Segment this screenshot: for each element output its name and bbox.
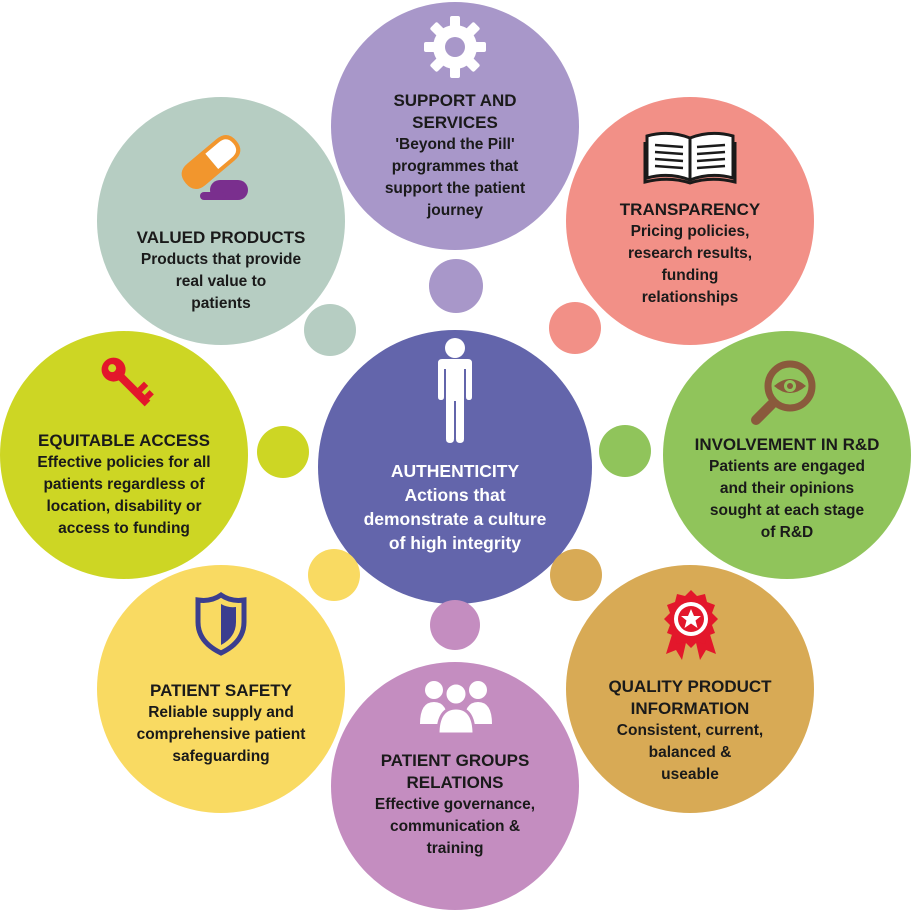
connector-dot-access (257, 426, 309, 478)
node-description: sought at each stage (709, 502, 865, 519)
connector-dot-groups (430, 600, 480, 650)
center-authenticity-text: AUTHENTICITY Actions that demonstrate a … (335, 459, 575, 555)
node-support-text: SUPPORT AND SERVICES 'Beyond the Pill' p… (353, 90, 557, 222)
node-title: SUPPORT AND (393, 91, 517, 110)
node-quality-text: QUALITY PRODUCT INFORMATION Consistent, … (588, 676, 792, 786)
node-description: Reliable supply and (148, 704, 294, 721)
connector-dot-safety (308, 549, 360, 601)
node-description: Consistent, current, (616, 722, 764, 739)
node-safety-text: PATIENT SAFETY Reliable supply and compr… (111, 680, 331, 768)
node-description: patients (191, 295, 251, 312)
node-description: balanced & (648, 744, 732, 761)
node-valued-text: VALUED PRODUCTS Products that provide re… (111, 227, 331, 315)
node-description: research results, (627, 245, 753, 262)
node-title: EQUITABLE ACCESS (38, 431, 210, 450)
center-description: of high integrity (388, 533, 522, 553)
node-title: INFORMATION (630, 699, 750, 718)
node-access-text: EQUITABLE ACCESS Effective policies for … (8, 430, 240, 540)
node-title: VALUED PRODUCTS (136, 228, 306, 247)
magnifier-eye-icon (751, 360, 816, 425)
center-description: Actions that (404, 485, 506, 505)
connector-dot-valued (304, 304, 356, 356)
node-description: of R&D (760, 524, 814, 541)
node-description: access to funding (58, 520, 190, 537)
node-title: TRANSPARENCY (619, 200, 761, 219)
node-transparency-text: TRANSPARENCY Pricing policies, research … (588, 199, 792, 309)
node-title: SERVICES (412, 113, 498, 132)
node-description: comprehensive patient (136, 726, 306, 743)
node-description: patients regardless of (43, 476, 205, 493)
center-description: demonstrate a culture (363, 509, 547, 529)
node-description: real value to (175, 273, 267, 290)
open-book-icon (643, 131, 737, 185)
shield-icon (195, 591, 247, 656)
node-description: training (426, 840, 484, 857)
node-description: support the patient (384, 180, 526, 197)
node-description: location, disability or (46, 498, 202, 515)
connector-dot-involvement (599, 425, 651, 477)
person-icon (438, 338, 472, 443)
node-description: journey (427, 202, 483, 219)
node-description: and their opinions (719, 480, 855, 497)
node-description: programmes that (391, 158, 519, 175)
connector-dot-quality (550, 549, 602, 601)
node-description: Products that provide (140, 251, 302, 268)
node-groups-text: PATIENT GROUPS RELATIONS Effective gover… (345, 750, 565, 860)
node-description: Patients are engaged (709, 458, 865, 475)
node-description: funding (661, 267, 719, 284)
node-description: safeguarding (172, 748, 270, 765)
pill-capsule-icon (181, 135, 248, 200)
node-description: Pricing policies, (630, 223, 750, 240)
connector-dot-support (429, 259, 483, 313)
node-title: PATIENT SAFETY (150, 681, 292, 700)
gear-icon (424, 16, 486, 78)
connector-dot-transparency (549, 302, 601, 354)
center-title: AUTHENTICITY (390, 461, 520, 481)
node-description: communication & (389, 818, 521, 835)
node-description: 'Beyond the Pill' (395, 136, 515, 153)
award-ribbon-icon (664, 590, 718, 660)
people-group-icon (420, 681, 492, 736)
node-title: INVOLVEMENT IN R&D (694, 435, 880, 454)
node-description: Effective policies for all (37, 454, 211, 471)
node-description: relationships (641, 289, 739, 306)
node-title: PATIENT GROUPS (380, 751, 530, 770)
node-involvement-text: INVOLVEMENT IN R&D Patients are engaged … (677, 434, 897, 544)
key-icon (101, 357, 154, 407)
node-description: useable (661, 766, 719, 783)
node-description: Effective governance, (374, 796, 536, 813)
node-title: RELATIONS (406, 773, 504, 792)
node-title: QUALITY PRODUCT (608, 677, 772, 696)
